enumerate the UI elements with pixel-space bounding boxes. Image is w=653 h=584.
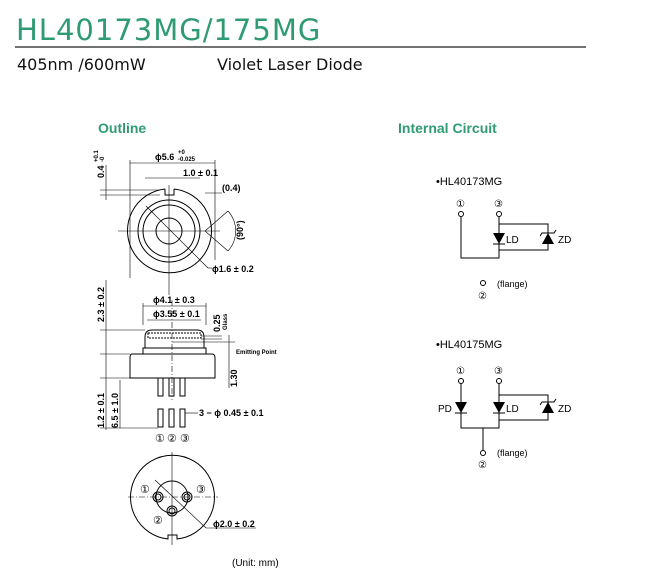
ld-diode-icon [493,402,505,413]
circuit-1-zd: ZD [558,235,571,246]
dim-notch-width: 1.0 ± 0.1 [183,168,218,178]
bottom-pin-1-label: ① [140,484,150,496]
circuit-2-flange: (flange) [497,448,528,458]
outline-side-view: 2.3 ± 0.2 ϕ4.1 ± 0.3 ϕ3.55 ± 0.1 0.25 Gl… [96,280,277,445]
dim-can-dia: ϕ4.1 ± 0.3 [153,295,195,305]
dim-cap-dia: ϕ5.6 [155,152,174,162]
dim-base-thk: 1.2 ± 0.1 [96,393,106,428]
bottom-pin-3-label: ③ [196,484,206,496]
circuit-hl40175mg: •HL40175MG ① ③ PD LD ZD (flange) ② [436,339,571,471]
dim-pcd: ϕ2.0 ± 0.2 [213,519,255,529]
dim-notch-depth-tol-plus: +0.1 [94,149,100,162]
circuit-1-pin2: ② [478,291,487,302]
dim-window-dia: ϕ1.6 ± 0.2 [212,264,254,274]
circuit-2-pin3: ③ [494,366,503,377]
outline-heading: Outline [98,120,146,136]
circuit-2-pin1: ① [456,366,465,377]
dim-cap-dia-tol-plus: +0 [178,150,186,156]
dim-emit-height: 1.30 [229,369,239,387]
circuit-1-flange: (flange) [497,279,528,289]
pd-diode-icon [455,402,467,413]
dim-glass-label: Glass [223,313,229,330]
circuit-2-pd: PD [438,404,452,415]
dim-glass-thk: 0.25 [212,314,222,332]
subtitle-desc: Violet Laser Diode [217,55,363,74]
circuit-2-title: •HL40175MG [436,339,502,351]
circuit-2-zd: ZD [558,404,571,415]
unit-note: (Unit: mm) [232,558,279,569]
circuit-1-title: •HL40173MG [436,176,502,188]
dim-lead-dia: 3 − ϕ 0.45 ± 0.1 [199,408,263,418]
outline-top-view: ϕ5.6 +0 -0.025 1.0 ± 0.1 (0.4) 0.4 +0.1 … [94,149,254,295]
dim-notch-depth-tol-minus: -0 [100,156,106,162]
circuit-1-ld: LD [506,235,519,246]
dim-cap-dia-tol-minus: -0.025 [178,157,196,163]
circuit-2-ld: LD [506,404,519,415]
circuit-hl40173mg: •HL40173MG ① ③ LD ZD (flange) ② [436,176,571,302]
dim-lead-len: 6.5 ± 1.0 [110,393,120,428]
zener-diode-icon [542,402,554,413]
pin-1-label: ① [155,433,165,445]
subtitle-spec: 405nm /600mW [17,55,146,74]
dim-offset: (0.4) [222,183,241,193]
pin-2-label: ② [167,433,177,445]
pin-3-label: ③ [180,433,190,445]
circuit-1-pin1: ① [456,199,465,210]
emitting-point-label: Emitting Point [236,350,277,356]
dim-inner-dia: ϕ3.55 ± 0.1 [153,309,200,319]
dim-angle: (90°) [235,220,245,240]
dim-can-height: 2.3 ± 0.2 [96,287,106,322]
page-title: HL40173MG/175MG [16,13,321,47]
circuit-2-pin2: ② [478,460,487,471]
circuit-heading: Internal Circuit [398,120,497,136]
ld-diode-icon [493,233,505,244]
outline-bottom-view: ① ② ③ ϕ2.0 ± 0.2 [128,452,256,545]
zener-diode-icon [542,233,554,244]
dim-notch-depth: 0.4 [96,165,106,178]
circuit-1-pin3: ③ [494,199,503,210]
bottom-pin-2-label: ② [153,515,163,527]
